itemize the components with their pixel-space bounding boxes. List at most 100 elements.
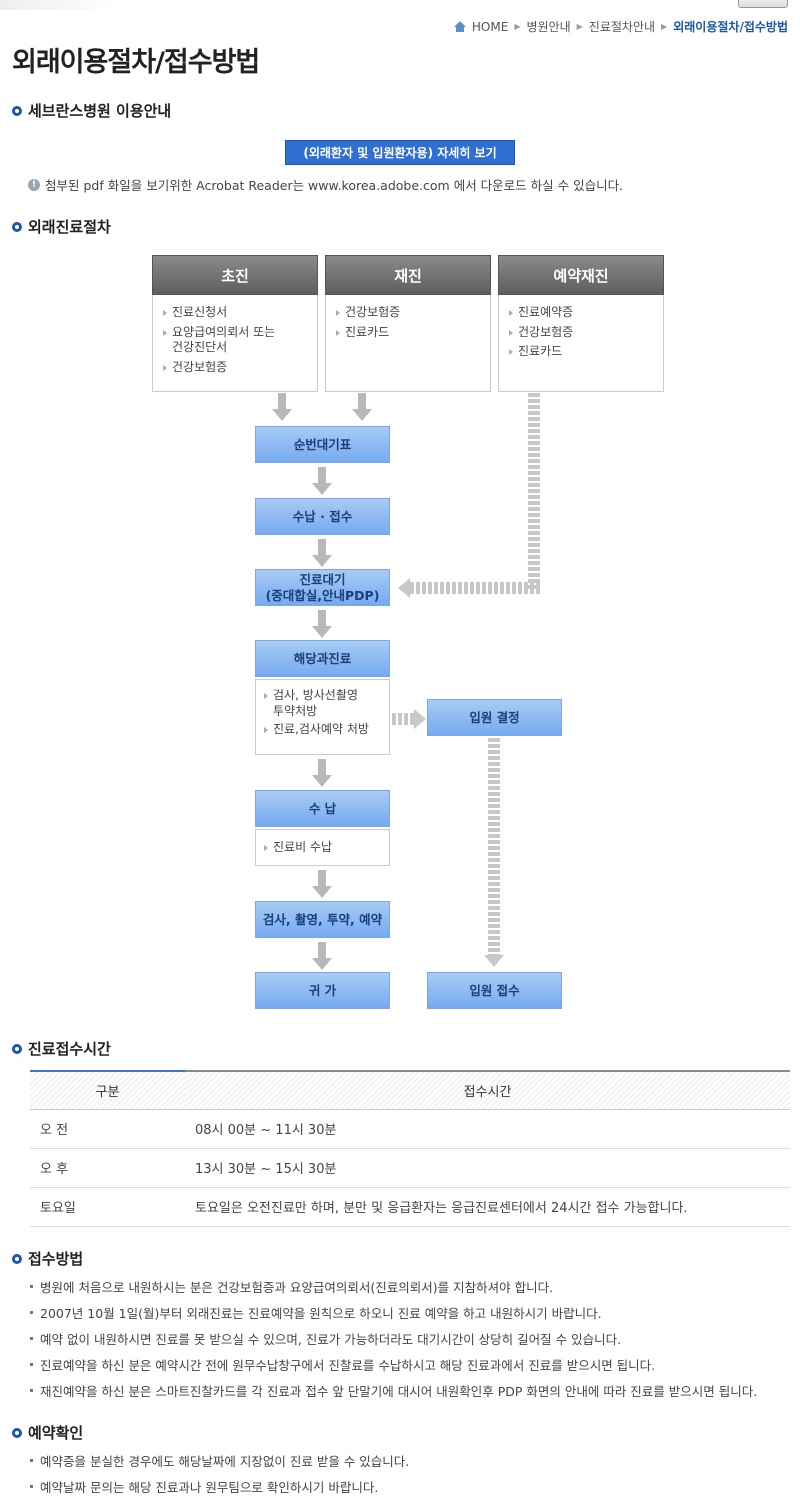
list-item: 2007년 10월 1일(월)부터 외래진료는 진료예약을 원칙으로 하오니 진…	[30, 1299, 757, 1325]
step-payment: 수 납	[255, 790, 390, 827]
dashed-connector	[528, 393, 540, 589]
list-item: 재진예약을 하신 분은 스마트진찰카드를 각 진료과 접수 앞 단말기에 대시어…	[30, 1377, 757, 1403]
column-head-reserved-revisit: 예약재진	[498, 255, 664, 295]
list-item: 병원에 처음으로 내원하시는 분은 건강보험증과 요양급여의뢰서(진료의뢰서)를…	[30, 1273, 757, 1299]
arrow-down-icon	[312, 610, 332, 640]
table-cell: 토요일은 오전진료만 하며, 분만 및 응급환자는 응급진료센터에서 24시간 …	[185, 1187, 790, 1227]
column-body-revisit: 건강보험증 진료카드	[325, 295, 491, 392]
column-head-revisit: 재진	[325, 255, 491, 295]
section-title-confirm: 예약확인	[12, 1422, 83, 1443]
list-item-text: 예약 없이 내원하시면 진료를 못 받으실 수 있으며, 진료가 가능하더라도 …	[40, 1331, 622, 1347]
table-cell: 오 후	[30, 1148, 185, 1188]
table-row: 오 후 13시 30분 ~ 15시 30분	[30, 1148, 790, 1188]
arrow-down-icon	[272, 393, 292, 423]
list-item: 진료비 수납	[273, 839, 333, 854]
triangle-bullet-icon	[163, 364, 167, 371]
acrobat-notice: ! 첨부된 pdf 화일을 보기위한 Acrobat Reader는 www.k…	[28, 175, 623, 194]
list-item: 진료카드	[345, 324, 390, 339]
breadcrumb-home[interactable]: HOME	[471, 19, 509, 34]
confirm-list: 예약증을 분실한 경우에도 해당날짜에 지장없이 진료 받을 수 있습니다. 예…	[30, 1447, 409, 1499]
square-bullet-icon	[30, 1336, 33, 1340]
circle-bullet-icon	[12, 221, 22, 232]
info-icon: !	[28, 178, 40, 191]
square-bullet-icon	[30, 1310, 33, 1314]
square-bullet-icon	[30, 1284, 33, 1288]
list-item-text: 재진예약을 하신 분은 스마트진찰카드를 각 진료과 접수 앞 단말기에 대시어…	[40, 1383, 758, 1399]
square-bullet-icon	[30, 1458, 33, 1462]
step-department-care: 해당과진료	[255, 640, 390, 677]
reception-hours-table: 구분 접수시간 오 전 08시 00분 ~ 11시 30분 오 후 13시 30…	[30, 1070, 790, 1227]
list-item: 건강보험증	[518, 324, 574, 339]
step-waiting: 진료대기 (중대합실,안내PDP)	[255, 569, 390, 606]
circle-bullet-icon	[12, 105, 22, 116]
table-cell: 08시 00분 ~ 11시 30분	[185, 1109, 790, 1149]
list-item: 진료예약증	[518, 305, 574, 319]
section-title-text: 진료접수시간	[28, 1040, 111, 1058]
list-item-text: 예약증을 분실한 경우에도 해당날짜에 지장없이 진료 받을 수 있습니다.	[40, 1453, 410, 1469]
list-item: 진료카드	[518, 344, 563, 359]
section-title-text: 예약확인	[28, 1424, 84, 1442]
step-tests: 검사, 촬영, 투약, 예약	[255, 901, 390, 938]
arrow-down-icon	[312, 759, 332, 789]
pdf-detail-button[interactable]: (외래환자 및 입원환자용) 자세히 보기	[285, 140, 515, 165]
outpatient-flowchart: 초진 진료신청서 요양급여의뢰서 또는 건강진단서 건강보험증 재진 건강보험증…	[152, 255, 664, 1015]
chevron-right-icon: ▶	[514, 22, 521, 31]
list-item: 건강보험증	[172, 359, 228, 374]
circle-bullet-icon	[12, 1043, 22, 1054]
chevron-right-icon: ▶	[661, 22, 668, 31]
home-icon[interactable]	[453, 21, 466, 32]
square-bullet-icon	[30, 1388, 33, 1392]
section-title-text: 세브란스병원 이용안내	[28, 102, 172, 120]
arrow-down-icon	[484, 955, 504, 967]
list-item: 검사, 방사선촬영 투약처방	[273, 688, 358, 718]
triangle-bullet-icon	[336, 310, 340, 316]
dashed-connector	[488, 738, 500, 956]
table-cell: 13시 30분 ~ 15시 30분	[185, 1148, 790, 1188]
list-item-text: 2007년 10월 1일(월)부터 외래진료는 진료예약을 원칙으로 하오니 진…	[40, 1305, 602, 1321]
list-item: 진료예약을 하신 분은 예약시간 전에 원무수납창구에서 진찰료를 수납하시고 …	[30, 1351, 757, 1377]
table-row: 토요일 토요일은 오전진료만 하며, 분만 및 응급환자는 응급진료센터에서 2…	[30, 1187, 790, 1227]
breadcrumb-current: 외래이용절차/접수방법	[673, 20, 788, 34]
arrow-down-icon	[352, 393, 372, 423]
table-header: 접수시간	[185, 1070, 790, 1110]
arrow-down-icon	[312, 539, 332, 569]
triangle-bullet-icon	[264, 693, 268, 699]
square-bullet-icon	[30, 1362, 33, 1366]
triangle-bullet-icon	[264, 727, 268, 734]
section-title-text: 외래진료절차	[28, 218, 111, 236]
section-title-text: 접수방법	[28, 1250, 84, 1268]
list-item-text: 예약날짜 문의는 해당 진료과나 원무팀으로 확인하시기 바랍니다.	[40, 1479, 379, 1495]
step-return-home: 귀 가	[255, 972, 390, 1009]
list-item: 건강보험증	[345, 305, 401, 319]
step-payment-details: 진료비 수납	[255, 829, 390, 866]
step-department-care-details: 검사, 방사선촬영 투약처방 진료,검사예약 처방	[255, 679, 390, 755]
top-decoration	[0, 0, 120, 10]
section-title-method: 접수방법	[12, 1248, 83, 1269]
arrow-left-icon	[398, 578, 410, 598]
list-item: 예약날짜 문의는 해당 진료과나 원무팀으로 확인하시기 바랍니다.	[30, 1473, 409, 1499]
method-list: 병원에 처음으로 내원하시는 분은 건강보험증과 요양급여의뢰서(진료의뢰서)를…	[30, 1273, 757, 1403]
step-admission-decision: 입원 결정	[427, 699, 562, 736]
list-item-text: 병원에 처음으로 내원하시는 분은 건강보험증과 요양급여의뢰서(진료의뢰서)를…	[40, 1279, 554, 1295]
step-payment-reception: 수납 · 접수	[255, 498, 390, 535]
table-header: 구분	[30, 1070, 185, 1110]
list-item: 예약증을 분실한 경우에도 해당날짜에 지장없이 진료 받을 수 있습니다.	[30, 1447, 409, 1473]
circle-bullet-icon	[12, 1253, 22, 1264]
table-row: 오 전 08시 00분 ~ 11시 30분	[30, 1109, 790, 1149]
chevron-right-icon: ▶	[576, 22, 583, 31]
top-button[interactable]	[738, 0, 788, 8]
circle-bullet-icon	[12, 1427, 22, 1438]
list-item-text: 진료예약을 하신 분은 예약시간 전에 원무수납창구에서 진찰료를 수납하시고 …	[40, 1357, 656, 1373]
step-queue-ticket: 순번대기표	[255, 426, 390, 463]
column-head-first-visit: 초진	[152, 255, 318, 295]
list-item: 진료,검사예약 처방	[273, 722, 369, 737]
breadcrumb-item-hospital[interactable]: 병원안내	[526, 20, 571, 34]
table-cell: 오 전	[30, 1109, 185, 1149]
triangle-bullet-icon	[509, 349, 513, 356]
triangle-bullet-icon	[163, 329, 167, 336]
breadcrumb-item-procedure[interactable]: 진료절차안내	[588, 20, 656, 34]
step-admission-reception: 입원 접수	[427, 972, 562, 1009]
arrow-down-icon	[312, 870, 332, 900]
triangle-bullet-icon	[163, 310, 167, 316]
square-bullet-icon	[30, 1484, 33, 1488]
